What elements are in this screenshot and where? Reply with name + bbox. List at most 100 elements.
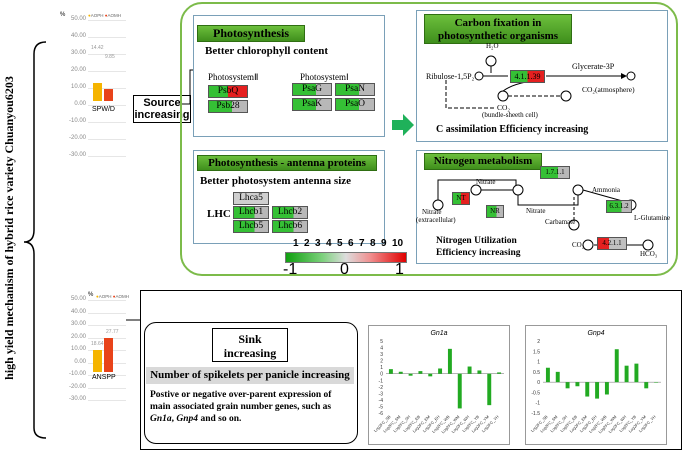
color-scale-number: 10 [392,238,404,249]
lhc-label: LHC [207,208,231,220]
gene-psag: PsaG [292,83,332,96]
sink-bar-aomh [104,338,113,372]
carbon-glycerate: Glycerate-3P [572,62,615,71]
color-scale-number: 4 [326,238,332,249]
carbon-ribulose: Ribulose-1,5P₂ [426,72,475,81]
y-tick-label: 0 [380,372,383,378]
color-scale-bar [285,252,407,263]
y-tick-label: -4 [379,398,384,404]
nitrogen-efficiency-line2: Efficiency increasing [436,248,521,258]
sink-title-line2: increasing [223,346,277,360]
nitrogen-ammonia: Ammonia [592,186,620,194]
bar [438,368,443,374]
gn1a-chart: Gn1a543210-1-2-3-4-5-6Log2FC_SBLog2FC_SM… [368,325,510,445]
source-value-aomh: 9.85 [105,54,115,60]
carbon-efficiency: C assimilation Efficiency increasing [436,124,589,135]
nitrogen-hco3: HCO₃ [640,250,658,258]
bar [585,382,590,397]
source-frame [180,2,678,276]
gene-4-2-1-1: 4.2.1.1 [597,237,627,250]
y-tick-label: 1 [380,365,383,371]
gene-lhcb5: Lhcb5 [233,220,269,233]
source-chart-unit: % [60,12,66,18]
carbon-h2o: H₂O [486,42,499,50]
color-scale-number: 3 [315,238,321,249]
nitrate-extracellular-note: (extracellular) [416,216,456,224]
source-bar-aomh [104,89,113,101]
y-tick-label: 0 [537,380,540,386]
nitrogen-title: Nitrogen metabolism [424,153,542,170]
antenna-title: Photosynthesis - antenna proteins [197,155,377,171]
gnp4-chart: Gnp421.510.50-0.5-1-1.5Log2FC_SBLog2FC_S… [525,325,667,445]
gene-psao: PsaO [335,98,375,111]
bar [457,373,462,409]
bar [614,349,619,383]
bar [604,382,609,395]
bar [595,382,600,399]
sink-description: Postive or negative over-parent expressi… [150,390,332,424]
carbon-bundle-note: (bundle-sheeth cell) [482,111,538,119]
gene-lhca5: Lhca5 [233,192,269,205]
source-chart-tick: 30.00 [70,50,86,56]
nitrogen-efficiency-line1: Nitrogen Utilization [436,236,517,246]
gene-nt: NT [452,192,470,205]
source-bar-aoph [93,83,102,101]
sink-connector [126,319,142,321]
carbon-title: Carbon fixation in photosynthetic organi… [424,14,572,44]
gene-psbq: PsbQ [208,85,248,98]
sink-value-aoph: 18.64 [91,341,104,347]
gene-lhcb2: Lhcb2 [272,206,308,219]
bar [428,373,433,377]
gene-psb28: Psb28 [208,100,248,113]
y-tick-label: 2 [537,339,540,345]
carbon-co2-bundle: CO₂ [497,103,511,112]
color-scale-mid: 0 [340,261,349,278]
y-tick-label: -5 [379,404,384,410]
color-scale-number: 2 [304,238,310,249]
gene-6-3-1-2: 6.3.1.2 [606,200,632,213]
sink-bar-aoph [93,350,102,372]
sink-chart-unit: % [88,292,94,298]
source-chart-tick: 10.00 [70,84,86,90]
carbon-pathway-diagram [445,55,636,109]
photosynthesis-subtitle: Better chlorophyll content [205,45,329,57]
nitrogen-co2: CO₂ [572,241,585,249]
bar [555,371,560,383]
y-tick-label: 1.5 [533,349,540,355]
chart-title: Gn1a [430,330,447,337]
nitrate-middle: Nitrate [476,178,496,186]
bar [467,366,472,374]
bar [634,363,639,383]
sink-chart-tick: 30.00 [70,321,86,327]
bar [398,371,403,374]
bar [487,373,492,406]
source-chart-legend: ●AOPH ●AOMH [88,13,121,18]
y-tick-label: 2 [380,359,383,365]
gene-nr: NR [486,205,504,218]
bar [418,371,423,374]
sink-chart-tick: 50.00 [70,296,86,302]
y-tick-label: -3 [379,391,384,397]
carbon-co2-atmosphere: CO₂(atmosphere) [582,85,635,94]
y-tick-label: 1 [537,360,540,366]
y-tick-label: 5 [380,339,383,345]
chart-title: Gnp4 [587,330,604,337]
nitrate-extracellular: Nitrate [422,208,442,216]
antenna-subtitle: Better photosystem antenna size [200,175,352,187]
gene-1-7-1-1: 1.7.1.1 [540,166,570,179]
gene-lhcb1: Lhcb1 [233,206,269,219]
gene-psan: PsaN [335,83,375,96]
green-arrow-icon [392,114,414,136]
sink-category: ANSPP [92,374,116,381]
sink-value-aomh: 27.77 [106,329,119,335]
sink-chart-tick: -20.00 [68,383,86,390]
bar [477,370,482,374]
y-tick-label: -2 [379,385,384,391]
nitrate-right: Nitrate [526,207,546,215]
y-tick-label: 0.5 [533,370,540,376]
source-category: SPW/D [92,106,115,113]
bar [408,373,413,376]
source-chart-tick: -20.00 [68,135,86,141]
